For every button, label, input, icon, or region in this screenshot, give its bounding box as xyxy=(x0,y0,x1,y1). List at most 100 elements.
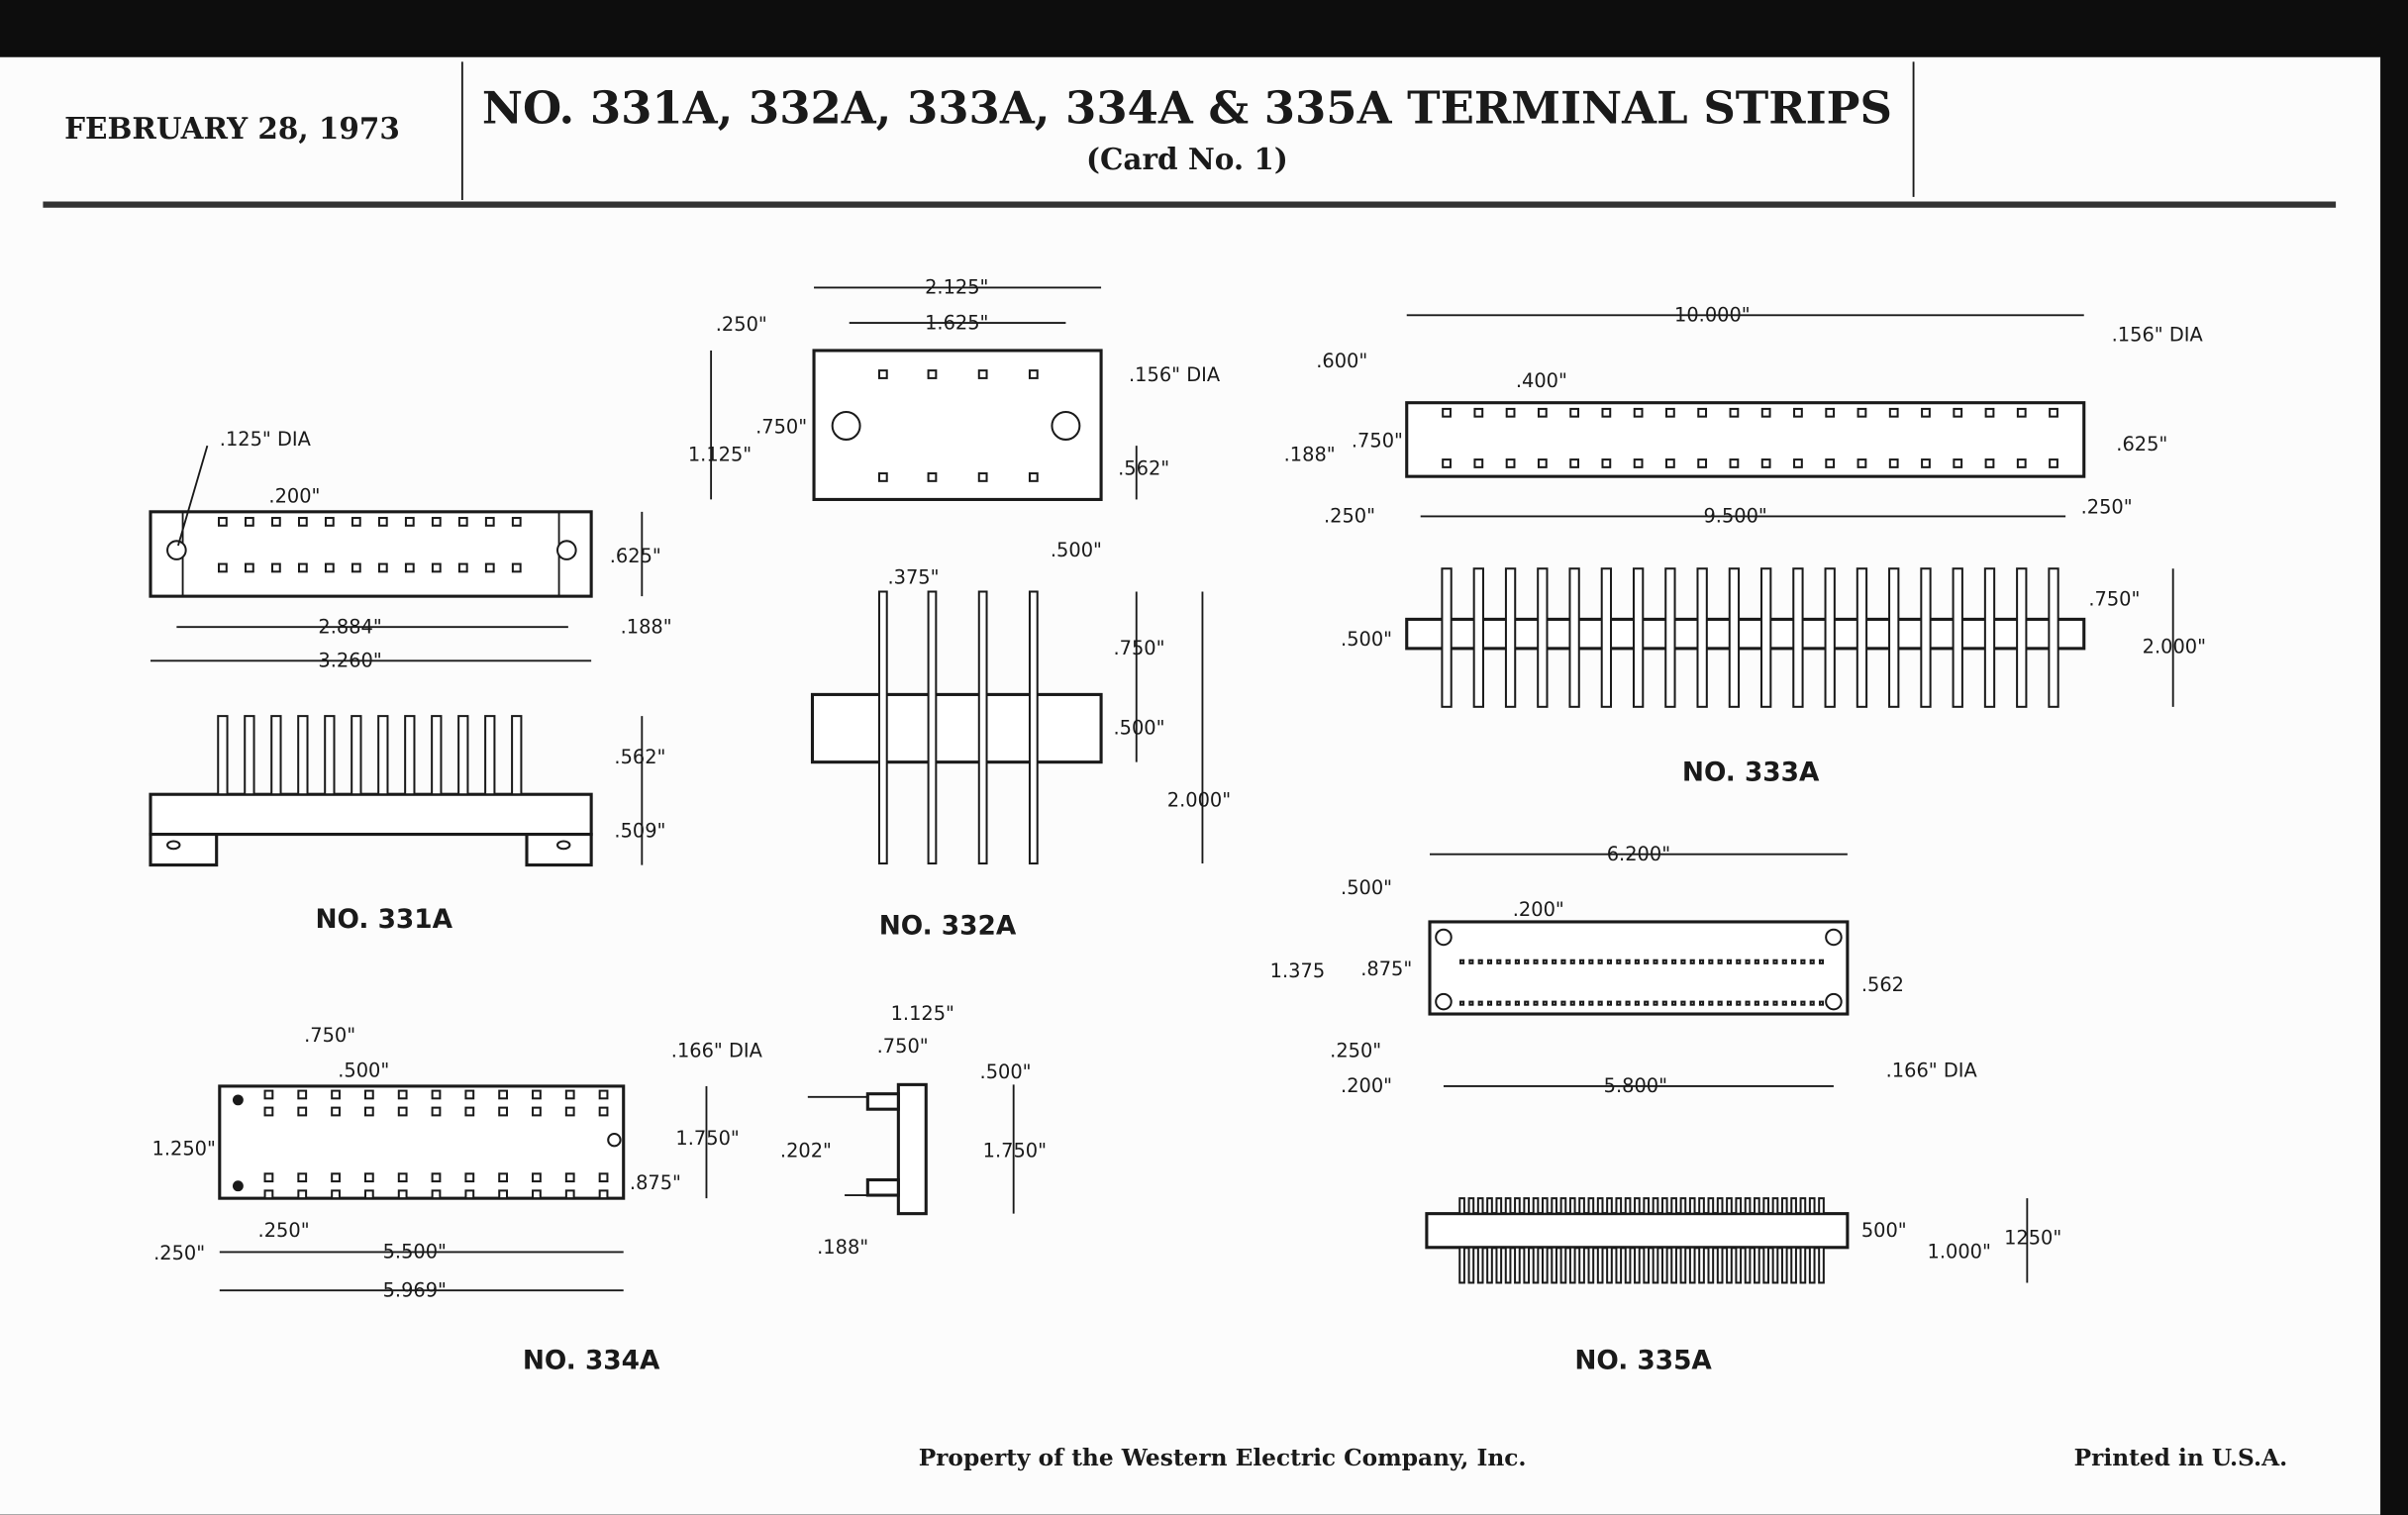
333a-terminal xyxy=(1473,407,1484,418)
333a-terminal xyxy=(1697,407,1708,418)
333a-terminal xyxy=(1825,407,1836,418)
335a-terminal xyxy=(1578,1000,1585,1006)
335a-pin xyxy=(1707,1246,1715,1284)
335a-terminal xyxy=(1542,1000,1548,1006)
335a-terminal xyxy=(1597,959,1603,964)
333a-dim-top-pin: .750" xyxy=(2088,587,2140,610)
333a-terminal xyxy=(1888,407,1899,418)
334a-dim-side-b: .500" xyxy=(980,1060,1032,1083)
332a-label: NO. 332A xyxy=(879,911,1017,941)
335a-terminal xyxy=(1514,959,1520,964)
334a-terminal xyxy=(498,1106,509,1117)
335a-label: NO. 335A xyxy=(1574,1346,1712,1375)
334a-terminal xyxy=(464,1089,475,1100)
331a-terminal xyxy=(351,517,361,527)
335a-terminal xyxy=(1588,1000,1594,1006)
335a-terminal xyxy=(1726,959,1733,964)
333a-terminal xyxy=(1505,407,1516,418)
333a-dim-row: .750" xyxy=(1352,430,1403,453)
335a-pin xyxy=(1523,1197,1531,1215)
335a-terminal xyxy=(1809,1000,1815,1006)
334a-terminal xyxy=(431,1189,442,1200)
335a-terminal xyxy=(1680,959,1686,964)
334a-terminal xyxy=(564,1106,575,1117)
333a-terminal xyxy=(1505,458,1516,468)
331a-pin xyxy=(457,715,469,796)
333a-dim-holes: 9.500" xyxy=(1703,505,1766,528)
335a-pin xyxy=(1679,1197,1687,1215)
335a-pin xyxy=(1698,1246,1705,1284)
335a-terminal xyxy=(1791,1000,1797,1006)
334a-terminal xyxy=(532,1106,542,1117)
334a-terminal xyxy=(598,1172,609,1183)
333a-pin xyxy=(1888,567,1900,708)
335a-pin xyxy=(1568,1246,1576,1284)
333a-dim-height: .625" xyxy=(2116,433,2167,455)
333a-terminal xyxy=(1921,458,1931,468)
335a-terminal xyxy=(1644,1000,1650,1006)
335a-pin xyxy=(1486,1197,1493,1215)
333a-pin xyxy=(2016,567,2028,708)
331a-pin xyxy=(244,715,255,796)
335a-pin xyxy=(1652,1197,1659,1215)
331a-pin xyxy=(377,715,389,796)
333a-dim-total: 2.000" xyxy=(2143,636,2206,658)
335a-pin xyxy=(1504,1246,1512,1284)
335a-terminal xyxy=(1653,1000,1658,1006)
335a-terminal xyxy=(1809,959,1815,964)
334a-terminal xyxy=(532,1089,542,1100)
335a-pin xyxy=(1679,1246,1687,1284)
332a-dim-top-pin: .750" xyxy=(1113,637,1164,659)
drawing-331a: .125" DIA .200" .625" .188" 2.884" 3.260… xyxy=(149,428,672,935)
331a-dim-body: .509" xyxy=(614,820,665,843)
334a-terminal xyxy=(431,1172,442,1183)
335a-terminal xyxy=(1772,1000,1778,1006)
335a-pin xyxy=(1762,1197,1770,1215)
335a-pin xyxy=(1744,1246,1752,1284)
335a-pin xyxy=(1523,1246,1531,1284)
333a-terminal xyxy=(2049,407,2058,418)
335a-side-body xyxy=(1425,1212,1850,1250)
335a-terminal xyxy=(1514,1000,1520,1006)
331a-terminal xyxy=(431,562,442,573)
335a-terminal xyxy=(1560,1000,1566,1006)
333a-terminal xyxy=(1601,407,1612,418)
332a-pin xyxy=(877,590,888,865)
335a-pin xyxy=(1790,1246,1797,1284)
333a-terminal xyxy=(1633,407,1644,418)
333a-pin xyxy=(1504,567,1517,708)
334a-dim-holes: 5.500" xyxy=(383,1241,447,1263)
335a-pin xyxy=(1670,1246,1677,1284)
332a-terminal xyxy=(977,369,988,379)
333a-dim-end: .600" xyxy=(1316,350,1367,372)
335a-terminal xyxy=(1569,959,1575,964)
card-paper xyxy=(0,56,2381,1515)
333a-terminal xyxy=(1442,458,1452,468)
331a-pin xyxy=(484,715,496,796)
334a-dim-side-d: .188" xyxy=(817,1236,868,1259)
334a-terminal xyxy=(263,1089,274,1100)
334a-label: NO. 334A xyxy=(523,1346,660,1375)
335a-pin xyxy=(1726,1197,1733,1215)
333a-pin xyxy=(1441,567,1453,708)
332a-pin xyxy=(1028,590,1039,865)
335a-terminal xyxy=(1533,1000,1539,1006)
333a-terminal xyxy=(1633,458,1644,468)
335a-terminal xyxy=(1569,1000,1575,1006)
335a-terminal xyxy=(1800,959,1806,964)
331a-dim-dia: .125" DIA xyxy=(220,428,312,451)
footer-property: Property of the Western Electric Company… xyxy=(919,1445,1527,1471)
335a-terminal xyxy=(1781,1000,1787,1006)
332a-dim-body: .500" xyxy=(1113,717,1164,740)
335a-terminal xyxy=(1588,959,1594,964)
331a-terminal xyxy=(297,562,308,573)
335a-pin xyxy=(1818,1197,1825,1215)
331a-pin xyxy=(351,715,362,796)
335a-terminal xyxy=(1625,959,1631,964)
331a-top-body xyxy=(149,510,593,598)
335a-terminal xyxy=(1661,959,1667,964)
335a-terminal xyxy=(1698,1000,1705,1006)
335a-dim-edge: .250" xyxy=(1330,1039,1381,1061)
333a-terminal xyxy=(1697,458,1708,468)
335a-terminal xyxy=(1496,959,1502,964)
